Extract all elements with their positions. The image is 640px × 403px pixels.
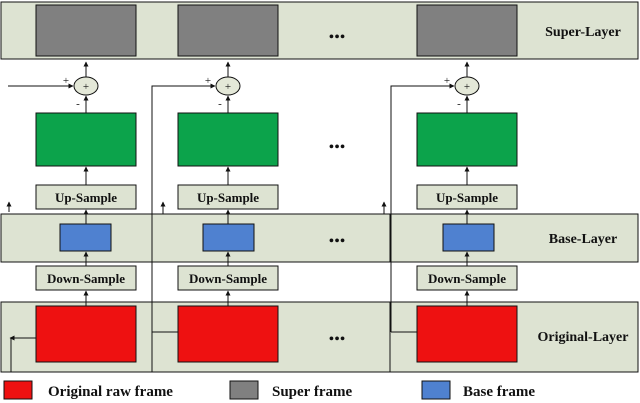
minus-sign-2: - <box>218 98 222 110</box>
down-sample-box-1 <box>35 265 137 291</box>
super-frame-1 <box>35 4 137 57</box>
super-layer-label: Super-Layer <box>545 25 621 40</box>
up-sample-box-3 <box>416 184 518 210</box>
super-frame-3 <box>416 4 518 57</box>
original-frame-2 <box>177 305 279 363</box>
minus-sign-1: - <box>76 98 80 110</box>
sum-node-2-symbol: + <box>225 81 231 93</box>
up-sample-label-2: Up-Sample <box>197 190 259 205</box>
legend-label-base: Base frame <box>463 384 535 400</box>
original-layer-label: Original-Layer <box>538 330 629 345</box>
down-sample-box-3 <box>416 265 518 291</box>
base-frame-1 <box>59 223 112 252</box>
ellipsis-original: ••• <box>329 331 346 348</box>
ellipsis-super: ••• <box>329 29 346 46</box>
legend-swatch-original <box>3 380 33 400</box>
sum-node-3-symbol: + <box>464 81 470 93</box>
base-frame-2 <box>202 223 255 252</box>
legend: Original raw frame Super frame Base fram… <box>3 380 535 400</box>
residual-frame-3 <box>416 112 518 167</box>
up-sample-box-2 <box>177 184 279 210</box>
legend-swatch-super <box>229 380 259 400</box>
original-frame-3 <box>416 305 518 363</box>
down-sample-label-3: Down-Sample <box>428 271 506 286</box>
up-sample-label-3: Up-Sample <box>436 190 498 205</box>
down-sample-label-1: Down-Sample <box>47 271 125 286</box>
up-sample-box-1 <box>35 184 137 210</box>
minus-sign-3: - <box>457 98 461 110</box>
plus-sign-2: + <box>205 75 211 87</box>
up-sample-label-1: Up-Sample <box>55 190 117 205</box>
original-frame-1 <box>35 305 137 363</box>
plus-sign-3: + <box>444 75 450 87</box>
down-sample-label-2: Down-Sample <box>189 271 267 286</box>
super-frame-2 <box>177 4 279 57</box>
ellipsis-residual: ••• <box>329 139 346 156</box>
residual-frame-2 <box>177 112 279 167</box>
base-layer-label: Base-Layer <box>549 232 617 247</box>
legend-label-original: Original raw frame <box>48 384 173 400</box>
sum-node-1-symbol: + <box>83 81 89 93</box>
base-frame-3 <box>442 223 495 252</box>
legend-swatch-base <box>421 380 451 400</box>
plus-sign-1: + <box>63 75 69 87</box>
residual-frame-1 <box>35 112 137 167</box>
legend-label-super: Super frame <box>272 384 352 400</box>
ellipsis-base: ••• <box>329 233 346 250</box>
